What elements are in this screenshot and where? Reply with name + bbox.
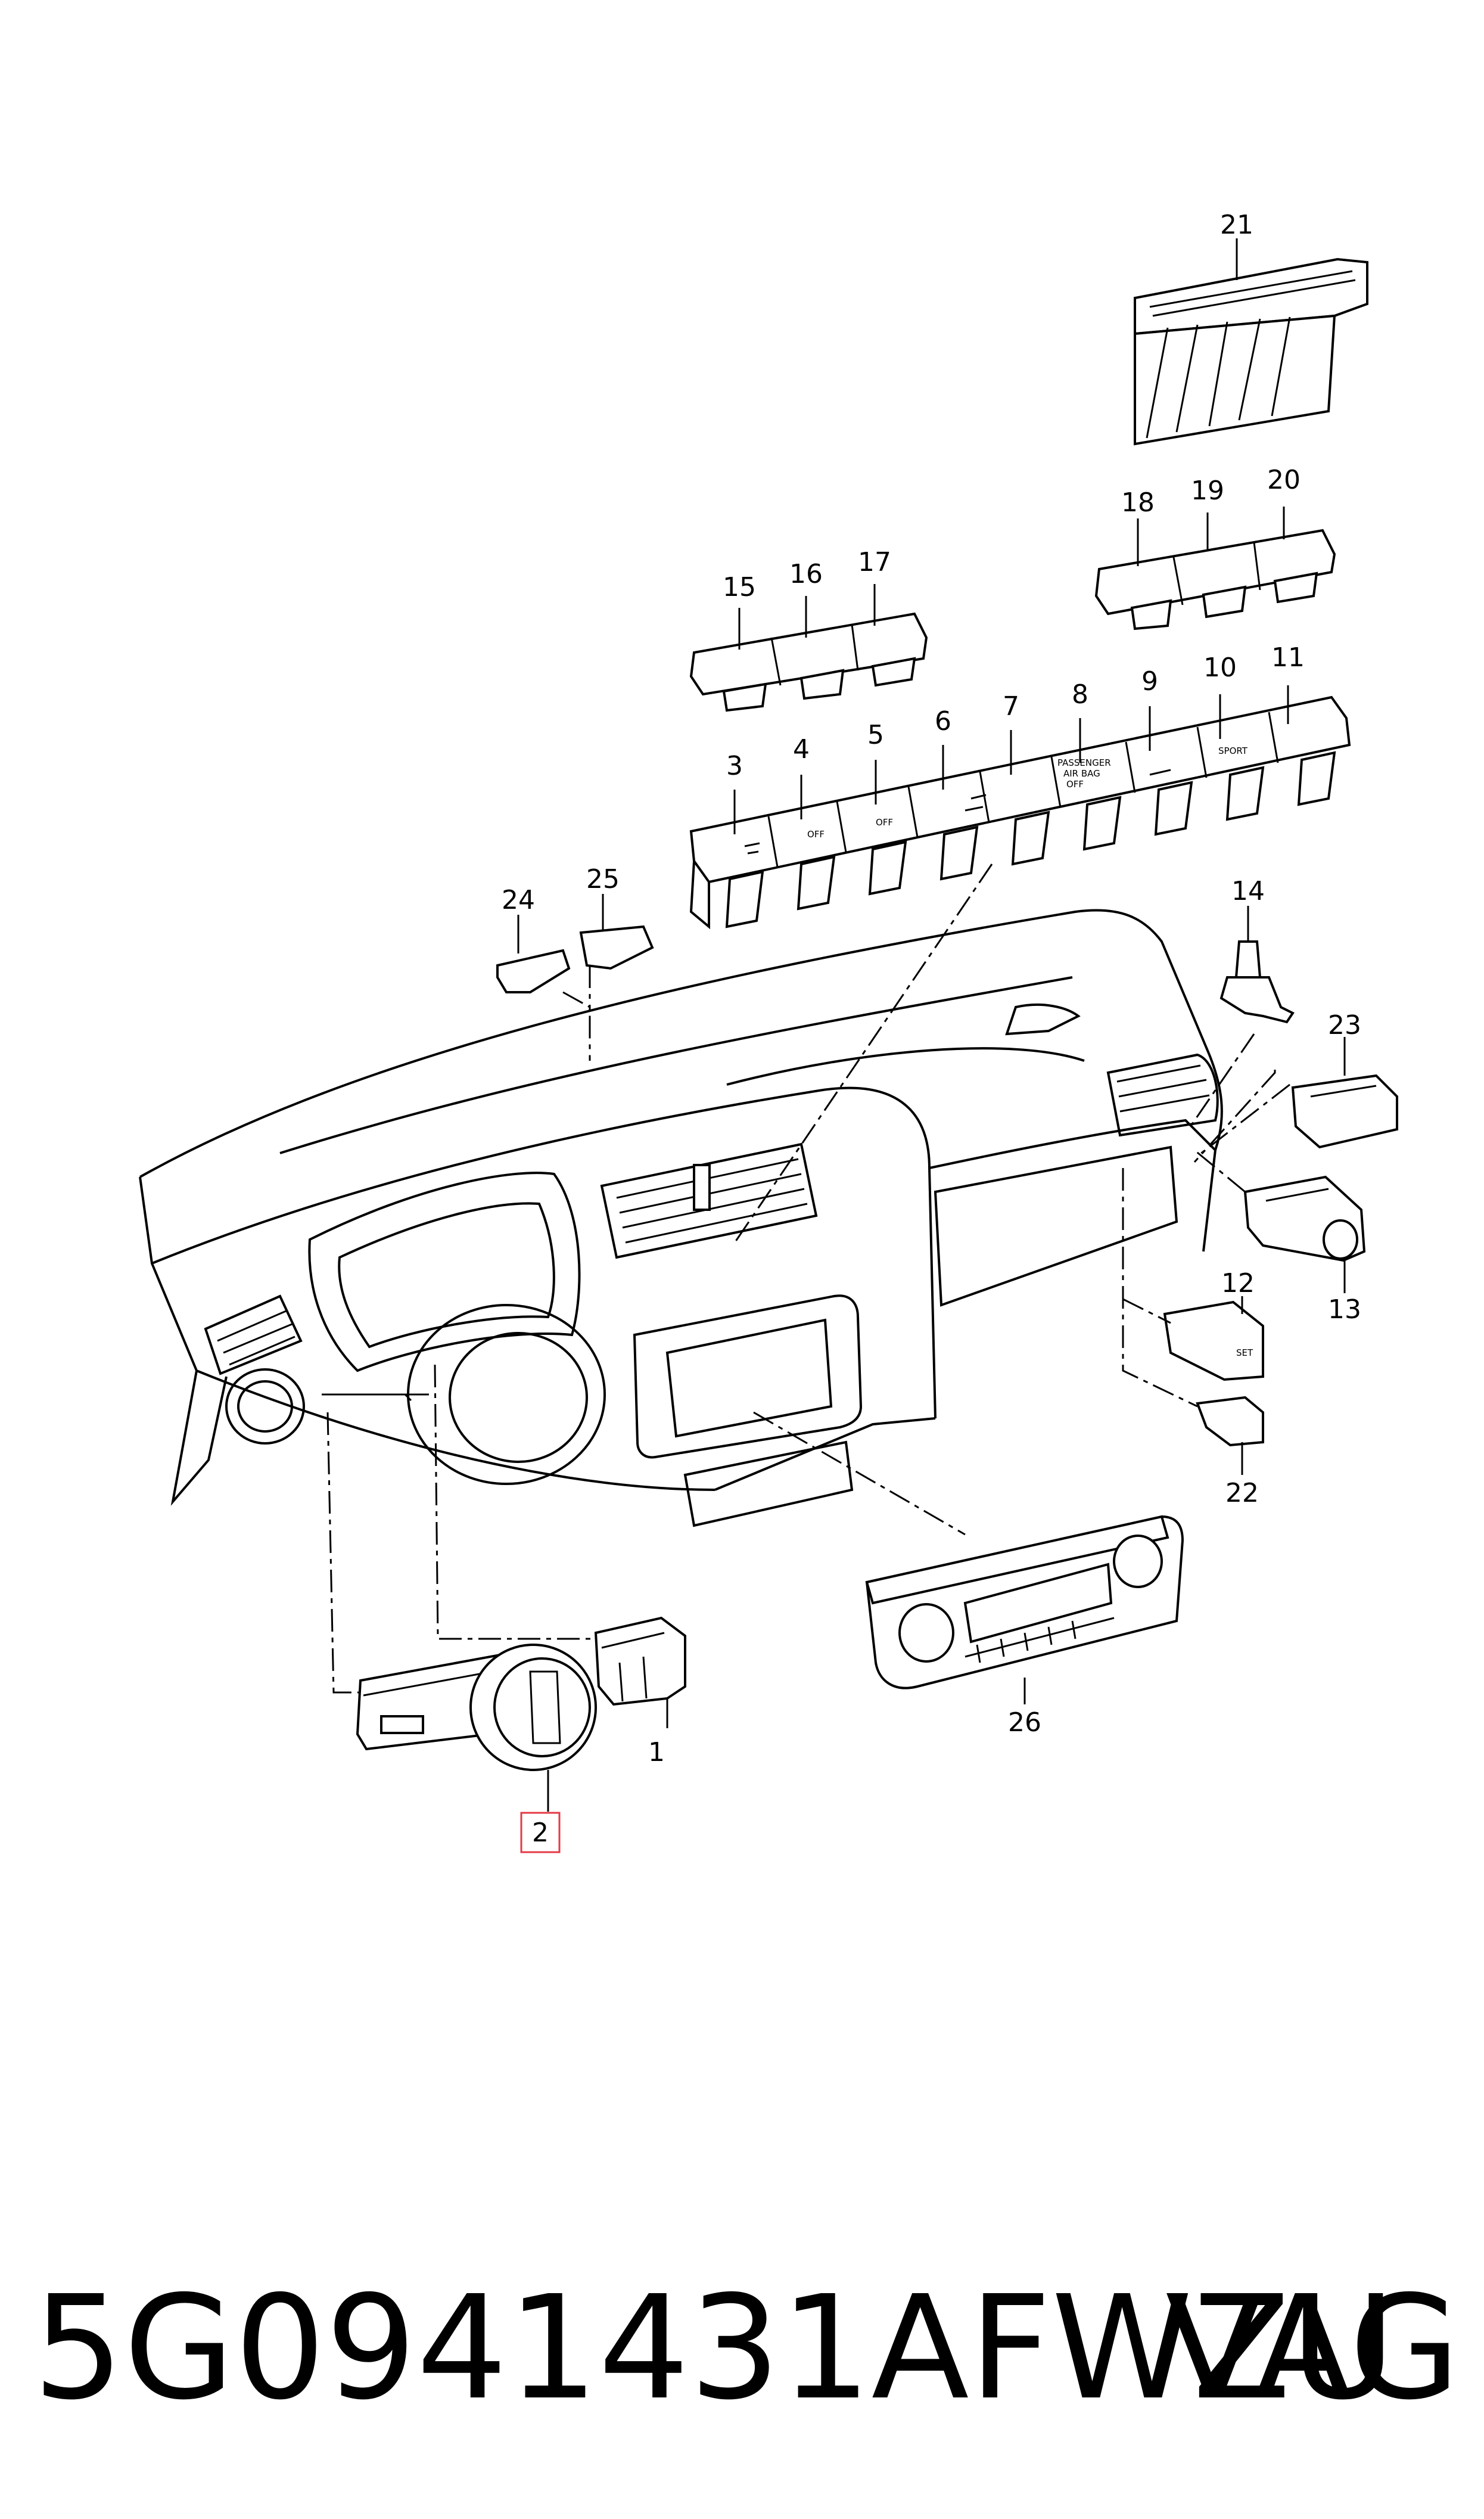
callout-1: 1 <box>648 1737 665 1768</box>
part-24-25-covers <box>496 925 654 993</box>
callout-23: 23 <box>1328 1010 1361 1040</box>
part-13-ignition-switch <box>1243 1175 1366 1262</box>
callout-24: 24 <box>502 885 535 915</box>
part-23-switch <box>1291 1074 1398 1149</box>
part-12-switch: SET <box>1163 1300 1264 1381</box>
callout-5: 5 <box>867 720 884 750</box>
callout-6: 6 <box>935 706 951 737</box>
switch-12-label: SET <box>1236 1347 1253 1358</box>
part-14-sensor <box>1219 940 1295 1024</box>
callout-26: 26 <box>1008 1707 1041 1738</box>
callout-15: 15 <box>723 572 756 602</box>
switch-10-label: SPORT <box>1218 746 1248 756</box>
part-26-climate-control <box>865 1515 1184 1689</box>
callout-10: 10 <box>1203 653 1237 683</box>
switch-8-label-1: PASSENGER <box>1057 757 1111 768</box>
part-number-label: 5G0941431AFWZU <box>33 2265 1396 2431</box>
callout-18: 18 <box>1121 487 1155 518</box>
part-18-19-20-switch-block <box>1094 529 1336 630</box>
callout-13: 13 <box>1328 1294 1361 1325</box>
callout-4: 4 <box>793 734 810 765</box>
switch-8-label-3: OFF <box>1066 779 1084 790</box>
callout-14: 14 <box>1231 876 1265 906</box>
callout-22: 22 <box>1225 1478 1259 1508</box>
callout-9: 9 <box>1141 666 1158 697</box>
callout-11: 11 <box>1271 642 1305 673</box>
switch-8-label-2: AIR BAG <box>1063 768 1100 779</box>
part-15-16-17-switch-block <box>689 612 928 712</box>
callout-7: 7 <box>1003 691 1019 722</box>
callout-25: 25 <box>586 864 620 894</box>
callout-3: 3 <box>726 751 743 781</box>
callout-17: 17 <box>858 547 891 577</box>
callouts: 1 2 3 4 5 6 7 8 9 10 11 12 13 14 15 16 1… <box>502 210 1361 1853</box>
callout-21: 21 <box>1220 210 1253 240</box>
switch-4-label: OFF <box>807 829 825 840</box>
part-1-switch-module <box>594 1616 686 1706</box>
switch-5-label: OFF <box>876 817 893 828</box>
part-21-vent-grille <box>1134 257 1368 446</box>
callout-8: 8 <box>1072 679 1088 710</box>
brand-label: VAG <box>1165 2265 1460 2431</box>
leader-lines <box>322 238 1346 1812</box>
callout-2-highlight-box <box>520 1812 561 1853</box>
dashboard-outline <box>139 909 1223 1527</box>
part-22-cover <box>1196 1396 1264 1447</box>
callout-16: 16 <box>789 559 823 589</box>
callout-12: 12 <box>1221 1268 1255 1299</box>
part-3-11-switch-row: OFF OFF PASSENGER AIR BAG OFF SPORT <box>689 695 1351 930</box>
callout-2: 2 <box>532 1818 549 1848</box>
callout-20: 20 <box>1267 465 1301 495</box>
callout-19: 19 <box>1191 476 1224 506</box>
part-2-headlight-switch <box>356 1644 597 1771</box>
